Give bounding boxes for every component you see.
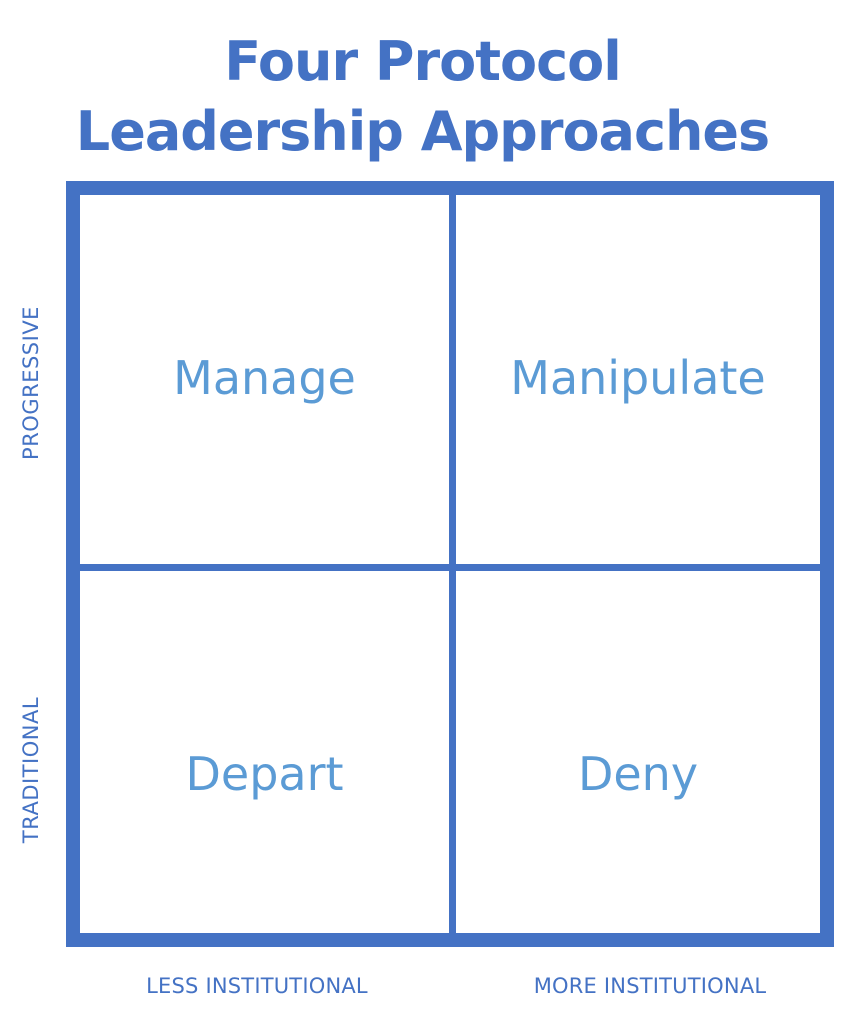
quadrant-grid: Manage Manipulate Depart Deny [66,181,834,947]
y-axis-label-top: PROGRESSIVE [19,306,43,460]
quadrant-top-right-label: Manipulate [510,351,766,405]
x-axis-label-right: MORE INSTITUTIONAL [533,974,767,998]
diagram-title-line-1: Four Protocol [224,30,622,93]
quadrant-bottom-right-label: Deny [577,747,699,801]
horizontal-divider [80,564,820,571]
quadrant-bottom-left-label: Depart [185,747,344,801]
diagram-title-line-2: Leadership Approaches [75,100,770,163]
quadrant-top-left-label: Manage [173,351,356,405]
y-axis-label-bottom: TRADITIONAL [19,696,43,844]
x-axis-label-left: LESS INSTITUTIONAL [146,974,368,998]
